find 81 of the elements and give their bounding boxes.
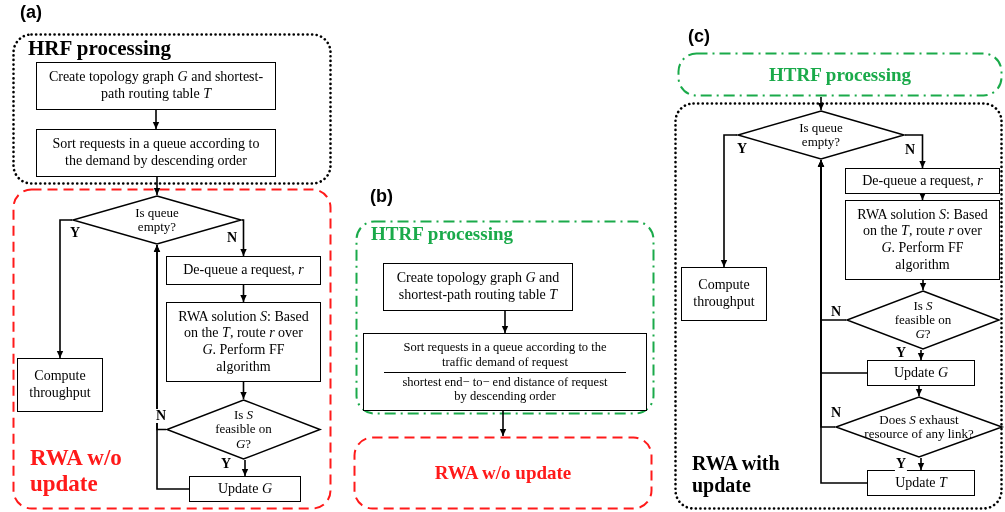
box-text: RWA solution S: Based on the T, route r over G. Perform FF algorithm — [177, 308, 310, 376]
group-frame — [677, 52, 1003, 97]
decision-diamond — [737, 110, 905, 160]
edge-label: N — [154, 409, 168, 423]
arrow — [501, 310, 509, 334]
process-box — [845, 168, 1000, 194]
arrow — [720, 134, 738, 268]
box-text: Update T — [895, 474, 947, 492]
process-box — [166, 256, 321, 285]
edge-label: N — [225, 231, 239, 245]
edge-label: Y — [894, 457, 908, 471]
arrow — [56, 219, 73, 359]
edge-label: Y — [68, 226, 82, 240]
process-box — [189, 476, 301, 502]
group-frame — [12, 33, 332, 185]
panel-label: (b) — [370, 186, 393, 207]
arrow — [153, 244, 190, 490]
box-text: traffic demand of request — [442, 354, 568, 370]
panel-label: (a) — [20, 2, 42, 23]
arrow — [241, 459, 249, 477]
box-text: Sort requests in a queue according to the demand by descending order — [51, 136, 261, 170]
arrow — [817, 159, 868, 484]
group-frame — [353, 436, 653, 510]
box-text: Create topology graph G and shortest-path routing table T — [395, 270, 561, 304]
process-box — [166, 302, 321, 382]
group-title: HTRF processing — [371, 224, 513, 245]
box-text: by descending order — [454, 389, 556, 404]
decision-text: Is queue empty? — [134, 205, 180, 235]
decision-diamond — [72, 195, 242, 245]
group-frame — [674, 102, 1003, 510]
box-text: RWA solution S: Based on the T, route r over G. Perform FF algorithm — [856, 206, 989, 274]
group-title: RWA with update — [692, 452, 781, 496]
box-text: Create topology graph G and shortest-path routing table T — [47, 69, 265, 103]
group-frame — [355, 220, 655, 415]
arrow — [240, 381, 247, 400]
decision-text: Does S exhaust resource of any link? — [863, 412, 975, 442]
process-box — [867, 360, 975, 386]
edge-label: Y — [894, 346, 908, 360]
box-text: Compute throughput — [692, 277, 756, 311]
decision-text: Is queue empty? — [798, 120, 844, 150]
edge-label: N — [903, 143, 917, 157]
group-title: RWA w/o update — [433, 462, 573, 484]
arrow — [240, 219, 247, 257]
arrow — [915, 385, 923, 397]
arrow — [240, 284, 247, 303]
arrow — [904, 134, 926, 169]
panel-label: (c) — [688, 26, 710, 47]
edge-label: N — [829, 305, 843, 319]
edge-label: Y — [735, 142, 749, 156]
group-title: HTRF processing — [768, 64, 912, 85]
arrow — [919, 193, 926, 201]
process-box — [681, 267, 767, 321]
edge-label: N — [829, 406, 843, 420]
process-box — [383, 263, 573, 311]
group-frame — [12, 188, 332, 510]
process-box — [363, 333, 647, 411]
process-box — [36, 62, 276, 110]
decision-text: Is S feasible on G? — [893, 298, 953, 342]
box-text: shortest end− to− end distance of request — [402, 374, 608, 390]
process-box — [17, 358, 103, 412]
box-text: Update G — [893, 364, 949, 382]
decision-diamond — [166, 399, 321, 460]
arrow — [152, 109, 160, 130]
arrow — [919, 279, 927, 291]
process-box — [36, 129, 276, 177]
arrow — [917, 349, 925, 361]
group-title: HRF processing — [28, 37, 171, 61]
decision-text: Is S feasible on G? — [214, 408, 273, 451]
box-text: Sort requests in a queue according to the — [403, 340, 607, 355]
arrow — [917, 457, 925, 471]
arrow — [817, 96, 825, 111]
arrow — [499, 410, 507, 437]
group-title: RWA w/o update — [30, 445, 123, 496]
box-text: De-queue a request, r — [862, 172, 983, 190]
process-box — [867, 470, 975, 496]
box-text: Update G — [217, 480, 273, 498]
box-text: De-queue a request, r — [183, 262, 304, 279]
process-box — [845, 200, 1000, 280]
box-text: Compute throughput — [28, 368, 92, 402]
arrow — [153, 176, 161, 196]
edge-label: Y — [219, 457, 233, 471]
